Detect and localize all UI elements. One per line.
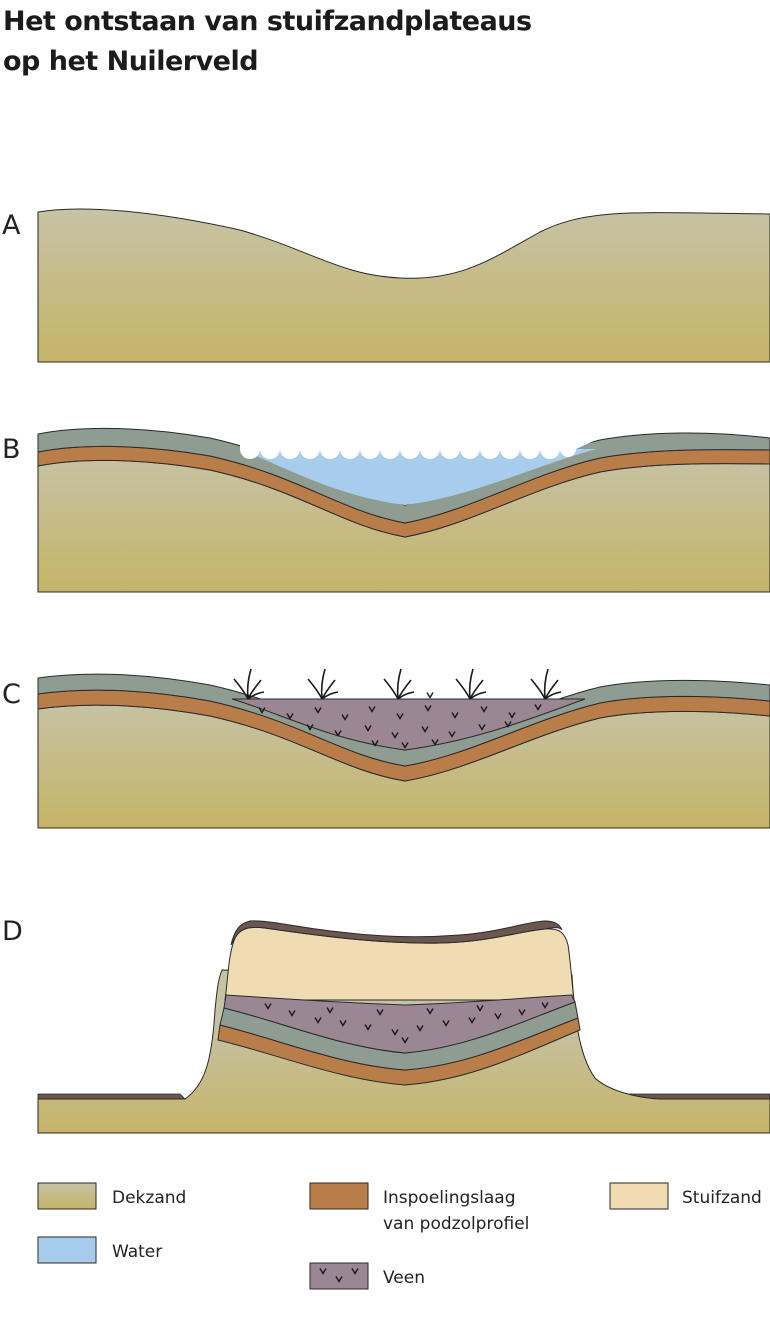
panel-c xyxy=(37,668,770,829)
title-line-1: Het ontstaan van stuifzandplateaus xyxy=(3,6,532,37)
panel-d xyxy=(37,920,770,1134)
veen-layer-c xyxy=(231,698,586,751)
panel-label-a: A xyxy=(2,210,21,241)
legend-item-inspoelingslaag: Inspoelingslaag van podzolprofiel xyxy=(309,1182,529,1234)
legend-item-veen: Veen xyxy=(309,1262,425,1290)
legend-label-veen: Veen xyxy=(383,1268,425,1288)
legend-swatch-dekzand xyxy=(37,1182,97,1210)
legend-swatch-veen xyxy=(309,1262,369,1290)
page-title: Het ontstaan van stuifzandplateaus op he… xyxy=(3,2,532,82)
panel-label-c: C xyxy=(2,679,21,710)
panel-a xyxy=(37,208,770,363)
legend-label-stuifzand: Stuifzand xyxy=(682,1188,762,1208)
legend: Dekzand Water Inspoelingslaag van podzol… xyxy=(37,1182,762,1290)
legend-swatch-water xyxy=(37,1236,97,1264)
legend-item-water: Water xyxy=(37,1236,162,1264)
veen-layer-d xyxy=(223,994,576,1054)
panel-label-d: D xyxy=(2,916,23,947)
water-waves-b xyxy=(240,440,596,459)
legend-item-stuifzand: Stuifzand xyxy=(609,1182,762,1210)
legend-item-dekzand: Dekzand xyxy=(37,1182,186,1210)
title-line-2: op het Nuilerveld xyxy=(3,46,259,77)
legend-swatch-stuifzand xyxy=(609,1182,669,1210)
legend-label-dekzand: Dekzand xyxy=(112,1188,186,1208)
panel-label-b: B xyxy=(2,434,21,465)
water-body-b xyxy=(240,449,596,505)
legend-label-water: Water xyxy=(112,1242,162,1262)
panel-b xyxy=(37,427,770,593)
vegetation-tufts-c xyxy=(233,668,562,700)
legend-swatch-inspoelingslaag xyxy=(309,1182,369,1210)
dekzand-layer-a xyxy=(37,208,770,363)
legend-label-inspoelingslaag-line-2: van podzolprofiel xyxy=(383,1214,529,1234)
topsoil-cap-d xyxy=(230,920,563,946)
legend-label-inspoelingslaag-line-1: Inspoelingslaag xyxy=(383,1188,516,1208)
